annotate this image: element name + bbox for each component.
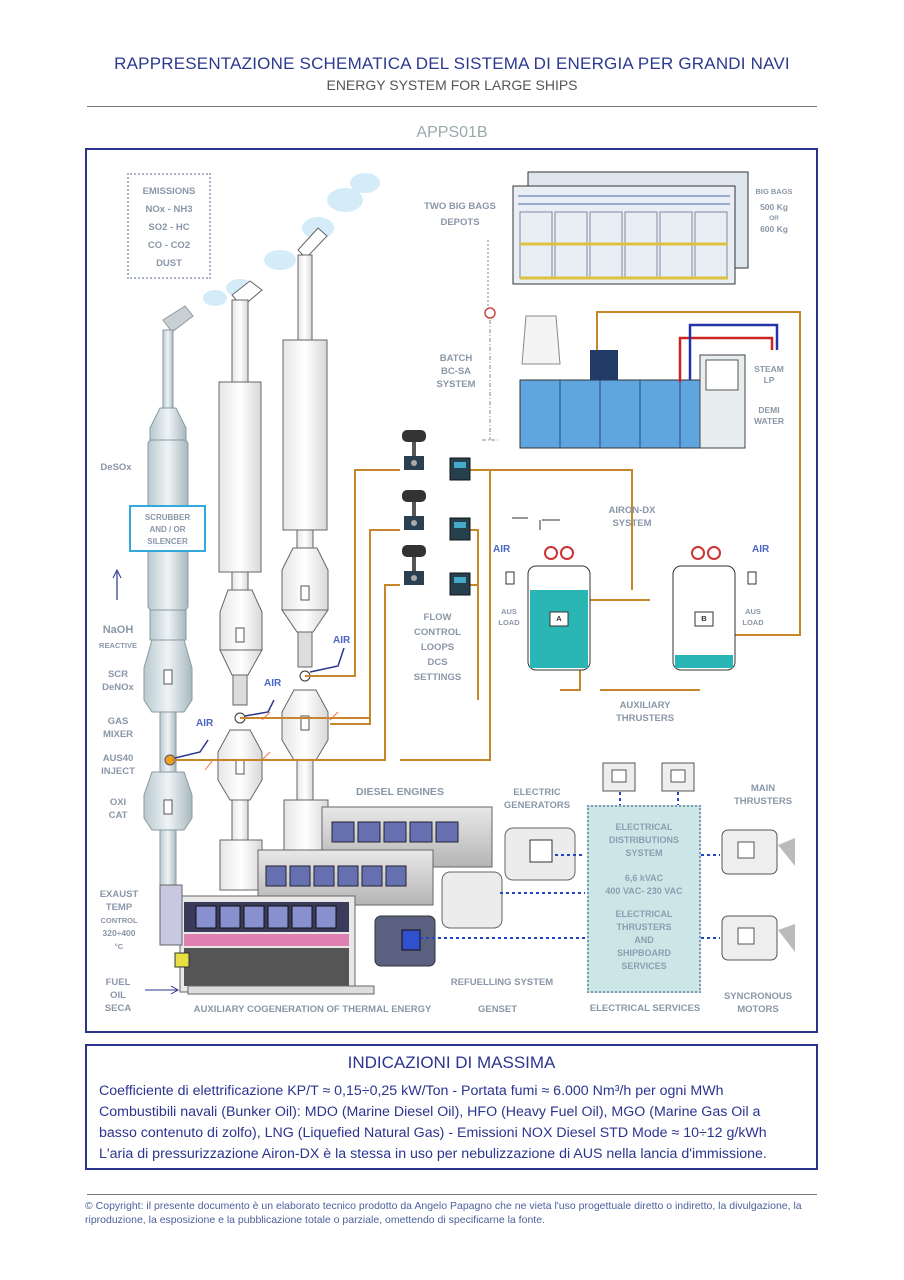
exhaust-stack-3 — [281, 227, 329, 851]
genset-label: GENSET — [477, 1004, 518, 1015]
airon-tank-a — [505, 517, 591, 671]
reactive-label: REACTIVE — [99, 641, 137, 650]
info-line: L'aria di pressurizzazione Airon-DX è la… — [99, 1146, 767, 1162]
info-line: Combustibili navali (Bunker Oil): MDO (M… — [99, 1104, 761, 1120]
batch-system — [482, 240, 779, 449]
system-diagram — [112, 171, 801, 995]
desox-label: DeSOx — [100, 462, 132, 473]
naoh-label: NaOH — [102, 624, 134, 636]
scrubber-line: AND / OR — [149, 525, 186, 534]
flow-control-valves — [402, 430, 471, 596]
emission-item: DUST — [156, 258, 182, 269]
scrubber-box: SCRUBBER AND / OR SILENCER — [129, 505, 206, 552]
page-title: RAPPRESENTAZIONE SCHEMATICA DEL SISTEMA … — [114, 54, 790, 73]
scrubber-line: SILENCER — [147, 537, 188, 546]
air-label: AIR — [196, 718, 214, 729]
electrical-services-label: ELECTRICAL SERVICES — [589, 1003, 701, 1014]
tank-b-label: B — [701, 614, 707, 623]
aux-thrusters — [602, 762, 695, 792]
tank-a-label: A — [556, 614, 562, 623]
big-bags-capacity: BIG BAGS 500 Kg OR 600 Kg — [755, 187, 793, 234]
diesel-engines-label: DIESEL ENGINES — [356, 786, 444, 798]
generators — [374, 827, 576, 967]
air-label: AIR — [333, 635, 351, 646]
big-bags-depot — [512, 171, 749, 285]
power-lines — [420, 792, 720, 939]
emissions-title: EMISSIONS — [142, 186, 196, 197]
air-label: AIR — [264, 678, 282, 689]
electrical-distribution-box: ELECTRICAL DISTRIBUTIONS SYSTEM 6,6 kVAC… — [587, 805, 701, 993]
air-lines — [174, 647, 345, 759]
diesel-engines — [159, 806, 493, 995]
emission-item: SO2 - HC — [148, 222, 190, 233]
info-line: basso contenuto di zolfo), LNG (Liquefie… — [99, 1125, 767, 1141]
aux-cogen-label: AUXILIARY COGENERATION OF THERMAL ENERGY — [193, 1004, 432, 1015]
info-line: Coefficiente di elettrificazione KP/T ≈ … — [99, 1083, 724, 1099]
diagram-frame — [85, 148, 818, 1033]
fuel-arrow — [145, 985, 180, 995]
airon-tank-b — [672, 546, 757, 671]
header-divider — [87, 106, 817, 107]
emissions-box: EMISSIONS NOx - NH3 SO2 - HC CO - CO2 DU… — [127, 173, 211, 279]
aus-pipes — [172, 311, 801, 761]
info-box: INDICAZIONI DI MASSIMA Coefficiente di e… — [85, 1044, 818, 1170]
copyright-text: © Copyright: il presente documento è un … — [85, 1200, 802, 1226]
emission-item: CO - CO2 — [147, 240, 191, 251]
refuelling-label: REFUELLING SYSTEM — [450, 977, 554, 988]
exhaust-stack-2 — [217, 280, 263, 891]
footer-divider — [87, 1194, 817, 1195]
emission-item: NOx - NH3 — [145, 204, 193, 215]
air-label: AIR — [752, 544, 770, 555]
info-title: INDICAZIONI DI MASSIMA — [347, 1053, 556, 1072]
smoke-plume — [203, 173, 380, 306]
page-subtitle: ENERGY SYSTEM FOR LARGE SHIPS — [326, 77, 578, 93]
document-code: APPS01B — [416, 124, 488, 141]
main-thrusters — [721, 829, 795, 961]
scrubber-line: SCRUBBER — [144, 513, 191, 522]
exhaust-stack-1 — [143, 305, 194, 891]
air-label: AIR — [493, 544, 511, 555]
